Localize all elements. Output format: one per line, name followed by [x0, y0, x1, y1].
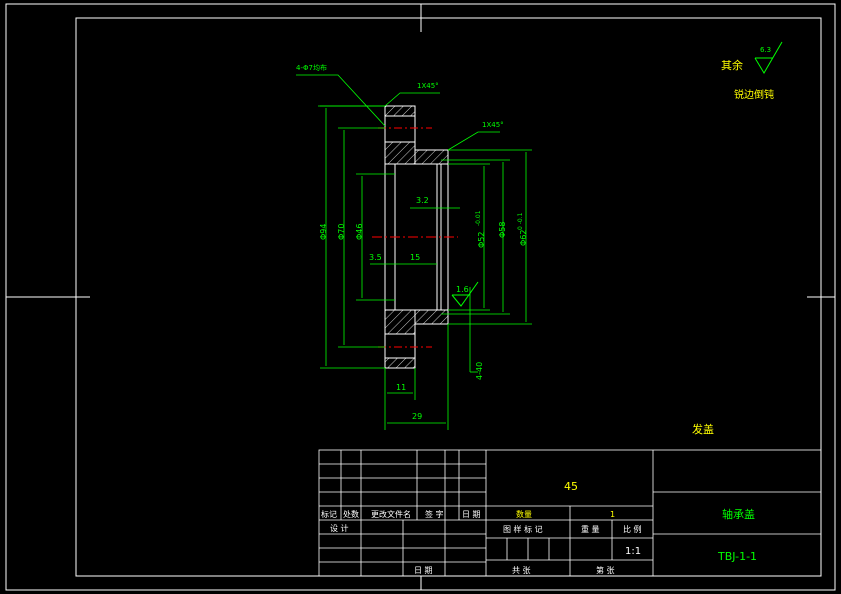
pilot-tol-label: 0 -0.1	[517, 212, 524, 230]
dim-3-5-label: 3.5	[369, 253, 382, 262]
dim-11-label: 11	[396, 383, 406, 392]
material-value: 45	[564, 480, 578, 493]
head-count: 处数	[343, 509, 359, 519]
date-label: 日 期	[414, 566, 433, 575]
quantity-label: 数量	[516, 509, 532, 519]
dia-outer-label: Φ94	[319, 224, 328, 240]
dia-bolt-circle-label: Φ70	[337, 224, 346, 240]
flange-hatch-top	[384, 105, 416, 117]
dia-bore-label: Φ52	[477, 232, 486, 248]
roughness-symbol-other	[754, 41, 783, 74]
flange-hatch-upper	[384, 141, 416, 165]
notes: 其余 6.3 锐边倒钝 发盖	[692, 46, 774, 436]
sheets-label: 共 张	[512, 566, 531, 575]
title-block	[318, 449, 822, 577]
head-mark: 标记	[321, 509, 337, 519]
bolt-holes-note: 4-Φ7均布	[296, 63, 327, 72]
body-hatch-upper	[414, 149, 449, 165]
dia-pilot-label: Φ62	[519, 230, 528, 246]
roughness-symbol-bore	[451, 281, 479, 307]
flange-hatch-bottom	[384, 357, 416, 369]
quantity-value: 1	[610, 510, 615, 519]
other-roughness-value: 6.3	[760, 46, 771, 54]
design-label: 设 计	[330, 523, 349, 533]
roughness-symbols	[451, 41, 783, 307]
scale-value: 1:1	[625, 546, 641, 557]
edge-note: 锐边倒钝	[734, 88, 774, 101]
head-doc: 更改文件名	[371, 509, 411, 519]
part-section	[384, 105, 449, 369]
sheet-frame	[5, 3, 836, 591]
dia-mid-label: Φ58	[498, 222, 507, 238]
dim-15-label: 15	[410, 253, 420, 262]
head-sign: 签 字	[425, 509, 444, 519]
dimension-texts: 4-Φ7均布 1X45° 1X45° Φ94 Φ70 Φ46 3.2 3.5 1…	[296, 63, 528, 421]
dim-29-label: 29	[412, 412, 422, 421]
dia-body-label: Φ46	[355, 224, 364, 240]
weight-label: 重 量	[581, 524, 600, 534]
sheet-label: 第 张	[596, 565, 615, 575]
drawing-name: 轴承盖	[722, 507, 755, 521]
bore-tol-label: -0.01	[475, 210, 482, 226]
dimension-lines	[296, 74, 532, 430]
body-hatch-lower	[414, 309, 449, 325]
note-4-40-label: 4-40	[475, 362, 484, 380]
title-block-texts: 45 标记 处数 更改文件名 签 字 日 期 数量 1 设 计 图 样 标 记 …	[321, 480, 757, 575]
roughness-1-6-label: 1.6	[456, 285, 469, 294]
other-label: 其余	[721, 58, 743, 72]
chamfer-inner-label: 1X45°	[482, 121, 504, 129]
stage-label: 图 样 标 记	[503, 524, 543, 534]
chamfer-top-label: 1X45°	[417, 82, 439, 90]
flange-hatch-lower	[384, 309, 416, 335]
head-date: 日 期	[462, 510, 481, 519]
dim-3-2-label: 3.2	[416, 196, 429, 205]
scale-label: 比 例	[623, 524, 642, 534]
centerlines	[372, 127, 458, 348]
drawing-code: TBJ-1-1	[717, 550, 757, 563]
part-name: 发盖	[692, 422, 714, 436]
